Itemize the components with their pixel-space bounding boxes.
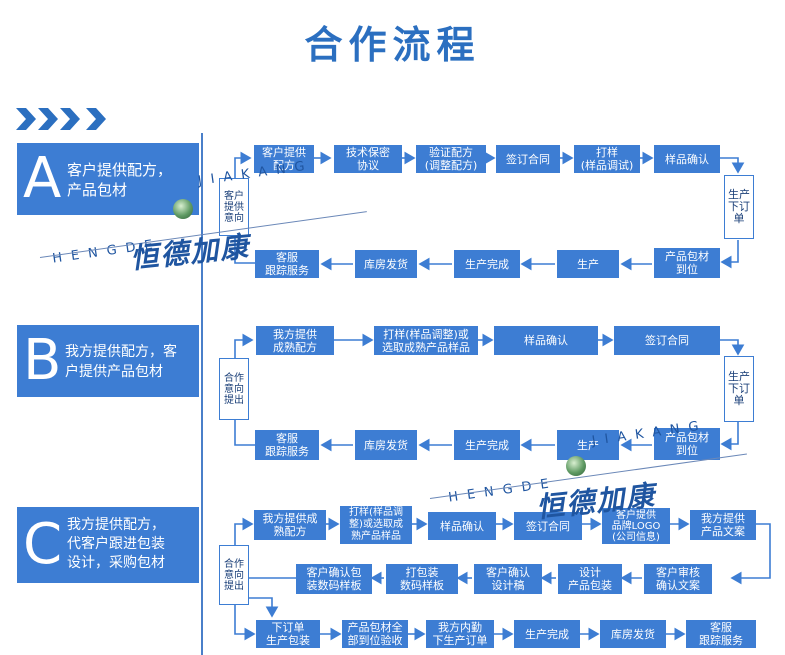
c-step-5: 客户提供 品牌LOGO (公司信息) bbox=[602, 508, 670, 544]
vertical-divider bbox=[201, 133, 203, 655]
b-step-8: 库房发货 bbox=[355, 430, 417, 460]
a-step-1: 客户提供 配方 bbox=[254, 145, 314, 173]
a-order-box: 生产下订单 bbox=[724, 175, 754, 239]
c-step-13: 产品包材全 部到位验收 bbox=[342, 620, 408, 648]
section-a-intent-box: 客户提供意向 bbox=[219, 178, 249, 236]
a-step-4: 签订合同 bbox=[496, 145, 560, 173]
a-step-2: 技术保密 协议 bbox=[334, 145, 402, 173]
c-step-7: 客户审核 确认文案 bbox=[644, 564, 712, 594]
c-step-11: 客户确认包 装数码样板 bbox=[296, 564, 372, 594]
section-b-line2: 户提供产品包材 bbox=[65, 364, 163, 380]
a-step-10: 库房发货 bbox=[355, 250, 417, 278]
b-step-2: 打样(样品调整)或 选取成熟产品样品 bbox=[374, 326, 478, 355]
c-step-14: 我方内勤 下生产订单 bbox=[426, 620, 494, 648]
section-c-line3: 设计，采购包材 bbox=[67, 555, 165, 571]
a-step-11: 客服 跟踪服务 bbox=[255, 250, 319, 278]
section-b-intent-box: 合作意向提出 bbox=[219, 358, 249, 420]
a-step-5: 打样 (样品调试) bbox=[574, 145, 640, 173]
b-step-1: 我方提供 成熟配方 bbox=[256, 326, 334, 355]
c-step-15: 生产完成 bbox=[514, 620, 580, 648]
watermark-globe-icon bbox=[173, 199, 193, 219]
a-step-9: 生产完成 bbox=[454, 250, 520, 278]
b-step-6: 生产 bbox=[557, 430, 619, 460]
watermark-globe-icon-2 bbox=[566, 456, 586, 476]
c-step-4: 签订合同 bbox=[514, 512, 582, 540]
section-a-line1: 客户提供配方， bbox=[67, 161, 173, 179]
b-order-box: 生产下订单 bbox=[724, 356, 754, 422]
a-step-3: 验证配方 (调整配方) bbox=[416, 145, 486, 173]
a-step-7: 产品包材 到位 bbox=[654, 248, 720, 278]
chevron-decoration-icon bbox=[16, 108, 106, 130]
b-step-7: 生产完成 bbox=[454, 430, 520, 460]
c-step-8: 设计 产品包装 bbox=[558, 564, 622, 594]
b-step-5: 产品包材 到位 bbox=[654, 428, 720, 460]
c-step-17: 客服 跟踪服务 bbox=[686, 620, 756, 648]
b-step-4: 签订合同 bbox=[614, 326, 720, 355]
section-b-line1: 我方提供配方，客 bbox=[65, 344, 177, 360]
section-c-intent-box: 合作意向提出 bbox=[219, 545, 249, 605]
b-step-3: 样品确认 bbox=[494, 326, 598, 355]
section-a-letter: A bbox=[23, 146, 62, 211]
section-b-panel: B 我方提供配方，客 户提供产品包材 bbox=[17, 325, 199, 397]
c-step-9: 客户确认 设计稿 bbox=[474, 564, 542, 594]
a-step-8: 生产 bbox=[557, 250, 619, 278]
c-step-2: 打样(样品调 整)或选取成 熟产品样品 bbox=[340, 506, 412, 544]
section-c-line2: 代客户跟进包装 bbox=[67, 536, 165, 552]
section-c-panel: C 我方提供配方， 代客户跟进包装 设计，采购包材 bbox=[17, 507, 199, 583]
section-b-letter: B bbox=[23, 328, 62, 393]
section-c-letter: C bbox=[23, 512, 63, 577]
a-step-6: 样品确认 bbox=[654, 145, 720, 173]
c-step-16: 库房发货 bbox=[600, 620, 666, 648]
c-step-6: 我方提供 产品文案 bbox=[690, 510, 756, 540]
section-a-line2: 产品包材 bbox=[67, 181, 128, 199]
section-a-panel: A 客户提供配方， 产品包材 bbox=[17, 143, 199, 215]
b-step-9: 客服 跟踪服务 bbox=[255, 430, 319, 460]
section-c-line1: 我方提供配方， bbox=[67, 517, 165, 533]
c-step-10: 打包装 数码样板 bbox=[386, 564, 458, 594]
c-step-1: 我方提供成 熟配方 bbox=[254, 510, 326, 540]
c-step-12: 下订单 生产包装 bbox=[256, 620, 320, 648]
page-title: 合作流程 bbox=[304, 23, 481, 67]
c-step-3: 样品确认 bbox=[428, 512, 496, 540]
